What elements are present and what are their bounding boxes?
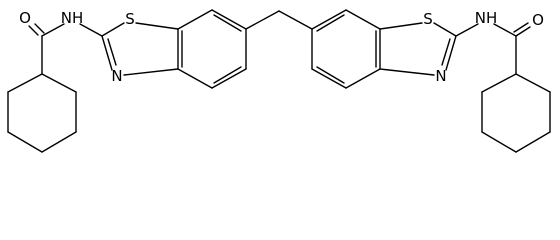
amide-nitrogen-label-right: NH [475,9,498,27]
thiazole-nitrogen-label-right: N [435,67,446,85]
chemical-structure-drawing: O NH S N S NH N O [7,9,551,153]
amide-nitrogen-label-left: NH [61,9,84,27]
oxygen-label-left: O [19,9,31,27]
sulfur-label-right: S [423,10,433,28]
atom-labels: O NH S N S NH N O [19,9,544,85]
sulfur-label-left: S [125,10,135,28]
thiazole-nitrogen-label-left: N [111,67,122,85]
oxygen-label-right: O [532,11,544,29]
bond-lines [7,9,551,153]
